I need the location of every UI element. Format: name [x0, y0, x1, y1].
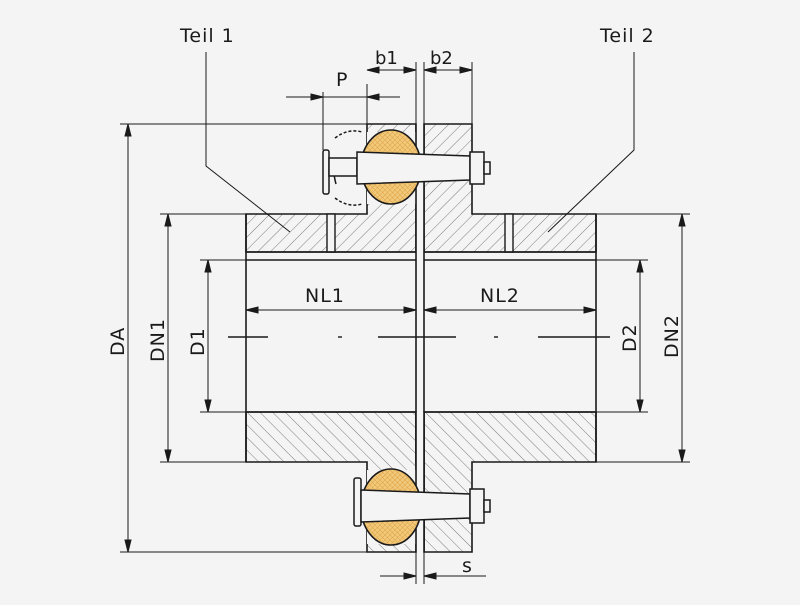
set-screw-hub2-top	[504, 213, 514, 253]
leader-part2	[547, 52, 635, 233]
dimension-d1	[200, 259, 246, 413]
dimension-dn2	[596, 213, 690, 463]
bore-outline	[245, 214, 597, 462]
dimension-da	[120, 123, 416, 553]
label-d2: D2	[619, 323, 641, 352]
label-nl1: NL1	[305, 285, 345, 307]
label-dn1: DN1	[147, 318, 169, 362]
dimension-d2	[596, 259, 648, 413]
label-p: P	[336, 69, 348, 91]
label-dn2: DN2	[661, 314, 683, 358]
dimension-nl2	[423, 306, 597, 314]
label-part1: Teil 1	[179, 25, 235, 47]
label-d1: D1	[187, 327, 209, 356]
hub2-lower-section	[423, 411, 597, 553]
label-part2: Teil 2	[599, 25, 655, 47]
label-s: s	[462, 555, 473, 577]
set-screw-hub1-top	[326, 213, 336, 253]
bolt-bottom	[353, 477, 491, 527]
label-b2: b2	[430, 48, 453, 69]
label-nl2: NL2	[480, 285, 520, 307]
dimension-s	[380, 552, 486, 584]
bolt-top	[322, 130, 491, 206]
dimension-nl1	[245, 306, 417, 314]
leader-part1	[205, 52, 291, 233]
dimension-b1	[366, 62, 417, 124]
dimension-dn1	[160, 213, 246, 463]
label-b1: b1	[375, 48, 398, 69]
label-da: DA	[107, 327, 129, 356]
dimension-p	[286, 84, 400, 150]
dimension-b2	[423, 62, 473, 124]
